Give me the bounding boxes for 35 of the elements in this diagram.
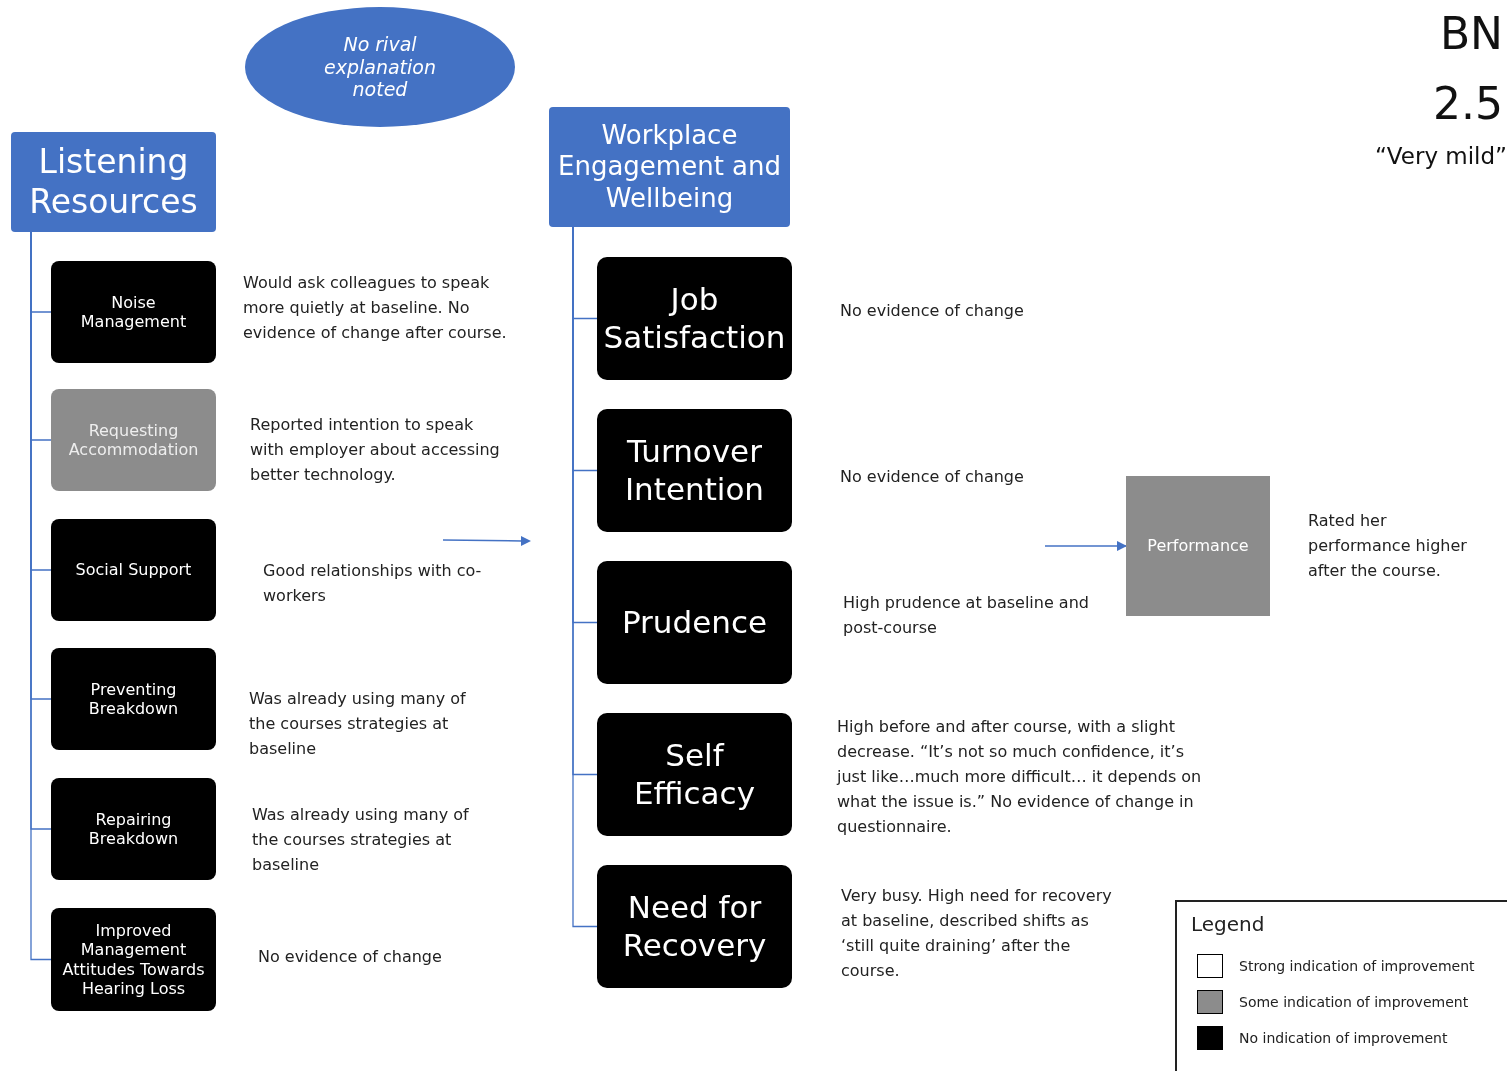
factor-box: Noise Management bbox=[51, 261, 216, 363]
description-text: Rated her performance higher after the course. bbox=[1308, 510, 1468, 582]
severity-label: “Very mild” bbox=[1374, 143, 1507, 169]
legend-title: Legend bbox=[1191, 912, 1265, 936]
outcome-box: Need for Recovery bbox=[597, 865, 792, 988]
description-text: Was already using many of the courses strategies at baseline bbox=[249, 688, 467, 760]
description-text: No evidence of change bbox=[840, 466, 1025, 488]
factor-box: Requesting Accommodation bbox=[51, 389, 216, 491]
explanation-ellipse: No rival explanation noted bbox=[245, 7, 515, 127]
legend-text: Some indication of improvement bbox=[1239, 994, 1469, 1010]
category-header: Workplace Engagement and Wellbeing bbox=[549, 107, 790, 227]
arrow bbox=[1044, 540, 1128, 552]
factor-box: Social Support bbox=[51, 519, 216, 621]
description-text: Reported intention to speak with employer about accessing better technology. bbox=[250, 414, 500, 486]
factor-box: Repairing Breakdown bbox=[51, 778, 216, 880]
description-text: High before and after course, with a slight decrease. “It’s not so much confidence, it’s just like…much more difficult… it depends on what the issue is.” No evidence of change in questionnaire. bbox=[837, 716, 1203, 838]
score-text: 2.5 bbox=[1433, 78, 1503, 129]
description-text: Very busy. High need for recovery at baseline, described shifts as ‘still quite draining’ after the course. bbox=[841, 885, 1113, 982]
factor-box: Improved Management Attitudes Towards Hearing Loss bbox=[51, 908, 216, 1011]
legend-text: No indication of improvement bbox=[1239, 1030, 1448, 1046]
description-text: Good relationships with co-workers bbox=[263, 560, 483, 607]
legend-text: Strong indication of improvement bbox=[1239, 958, 1475, 974]
description-text: Would ask colleagues to speak more quietly at baseline. No evidence of change after course. bbox=[243, 272, 508, 344]
score-text: BN bbox=[1439, 8, 1503, 59]
description-text: No evidence of change bbox=[258, 946, 443, 968]
outcome-box: Job Satisfaction bbox=[597, 257, 792, 380]
description-text: Was already using many of the courses strategies at baseline bbox=[252, 804, 470, 876]
category-header: Listening Resources bbox=[11, 132, 216, 232]
description-text: High prudence at baseline and post-course bbox=[843, 592, 1090, 639]
factor-box: Preventing Breakdown bbox=[51, 648, 216, 750]
description-text: No evidence of change bbox=[840, 300, 1025, 322]
outcome-box: Self Efficacy bbox=[597, 713, 792, 836]
outcome-box: Prudence bbox=[597, 561, 792, 684]
outcome-box: Turnover Intention bbox=[597, 409, 792, 532]
outcome-box: Performance bbox=[1126, 476, 1270, 616]
